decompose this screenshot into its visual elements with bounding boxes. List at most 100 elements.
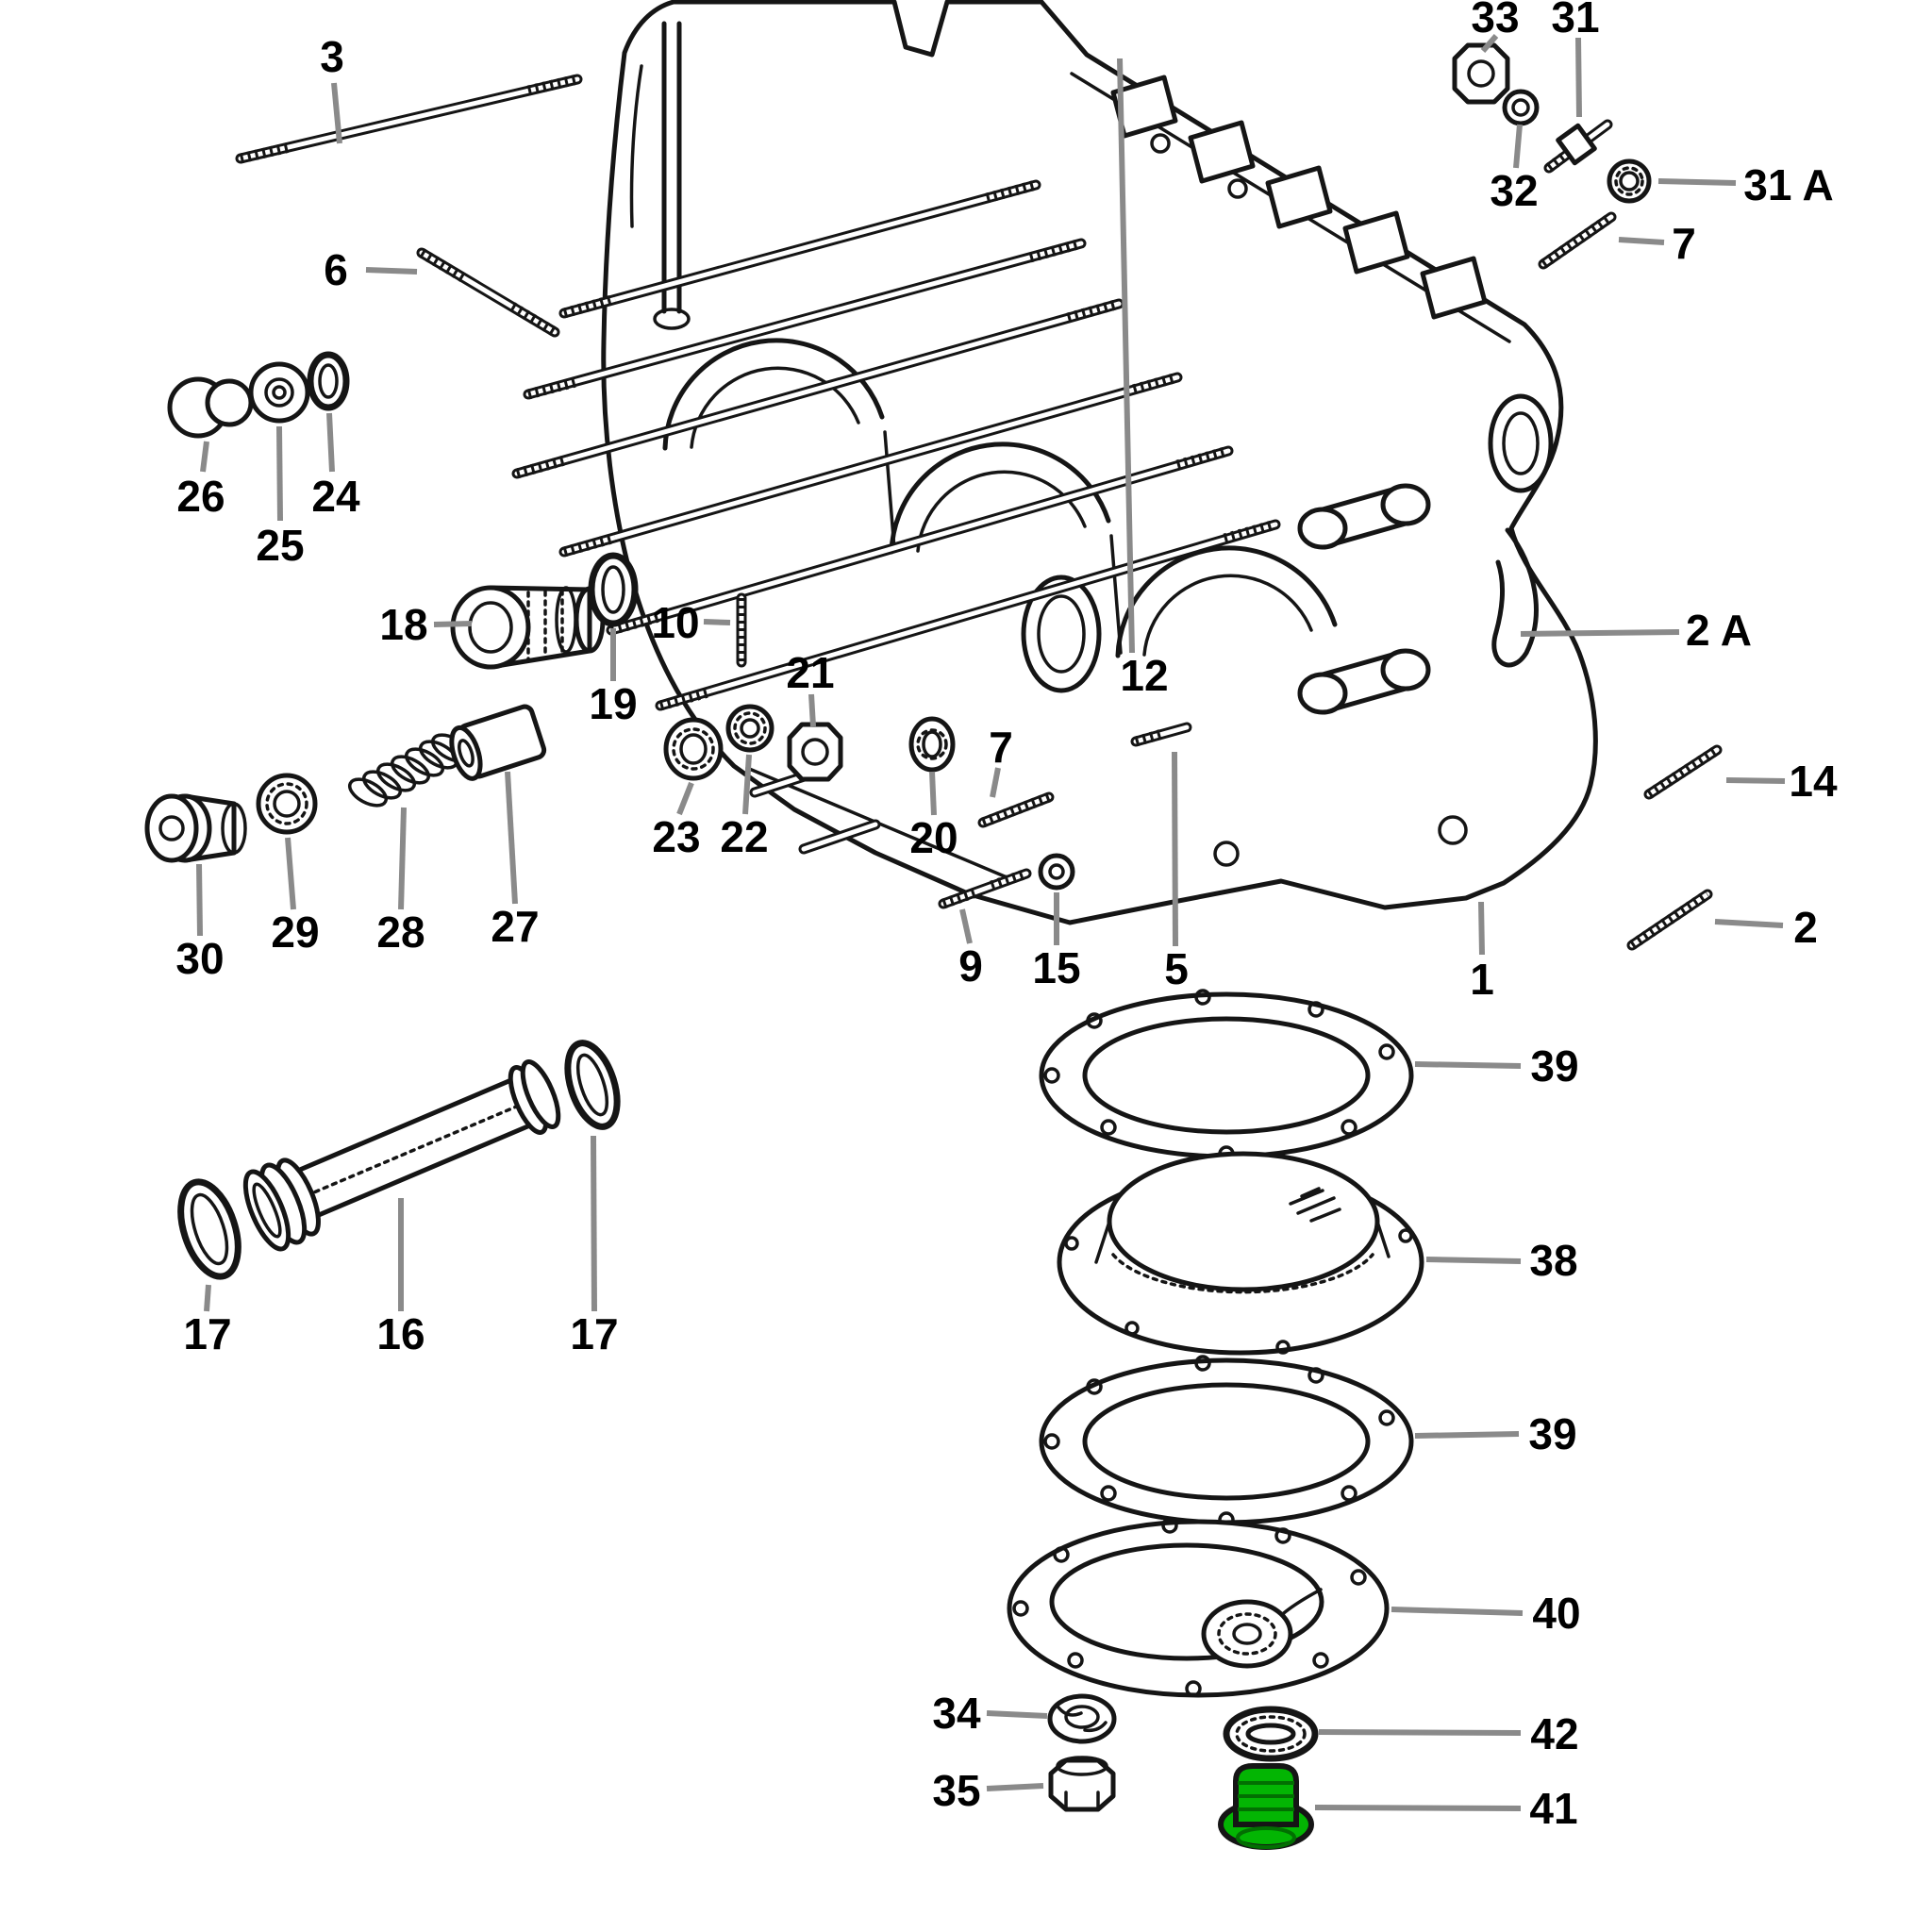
part-label-22: 22	[720, 812, 768, 861]
mount-bosses	[1213, 483, 1468, 867]
o-ring-24	[307, 351, 350, 411]
seal-ring-29	[256, 773, 318, 835]
leader-line-39	[1414, 1431, 1520, 1439]
part-label-12: 12	[1120, 651, 1168, 700]
leader-line-10	[703, 619, 731, 625]
leader-line-1	[1478, 901, 1485, 956]
leader-line-21	[808, 693, 816, 727]
leader-line-2	[1714, 919, 1784, 928]
part-label-34: 34	[932, 1689, 981, 1738]
leader-line-2A	[1520, 629, 1680, 637]
part-label-17: 17	[570, 1309, 618, 1358]
threaded-union-18	[450, 585, 606, 670]
bearing-hole	[1021, 575, 1102, 693]
part-label-20: 20	[909, 813, 958, 862]
hex-plug-33	[1452, 42, 1510, 105]
leader-line-17	[204, 1284, 211, 1312]
part-label-16: 16	[376, 1309, 425, 1358]
part-label-2: 2	[1793, 903, 1818, 952]
case-studs	[511, 179, 1281, 855]
strainer-cover-38	[1057, 1151, 1424, 1356]
gasket-39-lower	[1039, 1355, 1414, 1528]
seal-washer-42	[1223, 1706, 1319, 1762]
leader-line-41	[1314, 1805, 1522, 1811]
seal-ring-15	[1038, 853, 1075, 891]
leader-line-24	[326, 412, 335, 473]
part-label-7: 7	[989, 723, 1013, 772]
part-label-40: 40	[1532, 1589, 1580, 1638]
part-label-23: 23	[652, 812, 700, 861]
seal-ring-32	[1502, 89, 1540, 126]
strainer-plate-40	[1007, 1517, 1390, 1698]
part-label-35: 35	[932, 1766, 980, 1815]
leader-line-25	[276, 425, 283, 522]
leader-line-12	[1117, 58, 1135, 654]
part-label-32: 32	[1490, 166, 1538, 215]
part-label-25: 25	[256, 521, 304, 570]
part-label-31: 31	[1551, 0, 1599, 42]
stud-6	[416, 247, 560, 338]
bushing-23	[663, 717, 724, 781]
leader-line-40	[1391, 1607, 1524, 1616]
leader-line-6	[365, 267, 418, 275]
leader-line-23	[676, 781, 694, 816]
fitting-31	[1543, 119, 1613, 174]
part-label-21: 21	[786, 648, 834, 697]
leader-line-33	[1480, 34, 1499, 53]
leader-line-34	[986, 1710, 1048, 1719]
o-ring-19	[588, 552, 639, 627]
o-ring-17-right	[564, 1040, 621, 1130]
leader-line-18	[433, 621, 473, 627]
leader-line-22	[742, 754, 752, 815]
leader-line-14	[1725, 777, 1786, 784]
leader-line-20	[929, 771, 937, 816]
part-label-41: 41	[1529, 1784, 1577, 1833]
stud-2	[1626, 889, 1713, 951]
leader-line-42	[1318, 1729, 1522, 1736]
leader-line-35	[986, 1783, 1044, 1791]
part-label-28: 28	[376, 908, 425, 957]
seal-ring-31a	[1607, 158, 1652, 204]
part-label-15: 15	[1032, 943, 1080, 992]
stud-14	[1643, 744, 1723, 800]
stud-7-top	[1538, 211, 1617, 270]
lock-washer-34	[1047, 1693, 1117, 1744]
part-label-9: 9	[958, 941, 983, 991]
stud-7-middle	[977, 791, 1055, 828]
stud-3	[235, 74, 583, 164]
bushing-20	[908, 716, 956, 773]
leader-line-31A	[1657, 178, 1737, 186]
drain-plug-41-highlighted	[1218, 1763, 1314, 1850]
crankcase-body	[511, 0, 1598, 925]
part-label-6: 6	[324, 245, 348, 294]
part-label-14: 14	[1789, 757, 1838, 806]
part-label-38: 38	[1529, 1236, 1577, 1285]
sealing-plug-26	[167, 376, 254, 439]
part-label-10: 10	[651, 598, 699, 647]
part-label-2A: 2 A	[1686, 606, 1752, 655]
o-ring-17-left	[177, 1178, 242, 1280]
oil-pipe-16	[242, 1059, 561, 1252]
part-label-24: 24	[311, 472, 360, 521]
leader-line-32	[1513, 124, 1523, 169]
leader-line-17	[591, 1135, 597, 1312]
part-label-7: 7	[1672, 219, 1696, 268]
washer-25	[248, 361, 310, 424]
leader-line-7	[990, 767, 1001, 798]
leader-line-30	[196, 863, 203, 937]
leader-line-7	[1618, 237, 1665, 245]
part-label-1: 1	[1470, 955, 1494, 1004]
part-label-31A: 31 A	[1743, 160, 1833, 209]
plug-30	[144, 793, 247, 863]
gasket-39-upper	[1039, 989, 1414, 1162]
part-label-29: 29	[271, 908, 319, 957]
leader-line-27	[505, 771, 518, 905]
bushing-22	[725, 704, 774, 753]
chain-housing-hole	[1488, 393, 1554, 493]
part-label-26: 26	[176, 472, 225, 521]
leader-line-28	[398, 807, 407, 910]
part-label-19: 19	[589, 679, 637, 728]
leader-line-38	[1425, 1257, 1522, 1264]
